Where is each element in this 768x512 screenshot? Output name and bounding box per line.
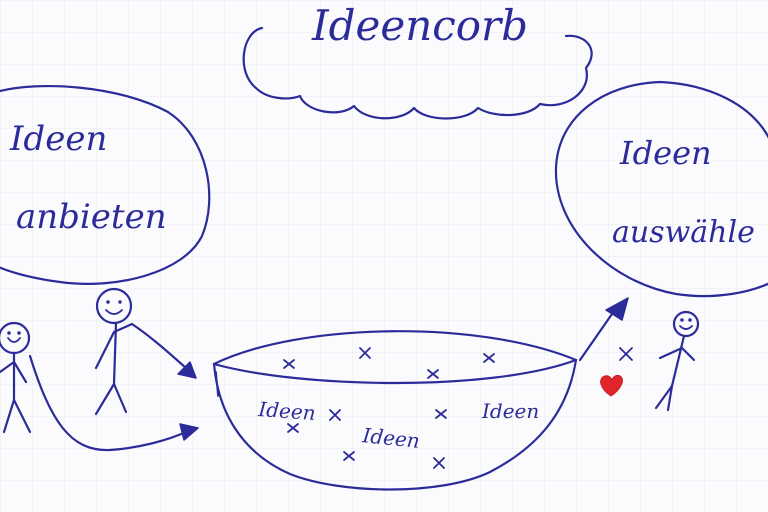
stick-figure-small <box>0 321 32 434</box>
stick-figure-tall <box>94 287 134 416</box>
heart-icon <box>600 374 623 397</box>
right-bubble <box>554 80 768 298</box>
arrow-out-of-basket <box>578 297 629 362</box>
basket-label-2: Ideen <box>360 423 420 453</box>
picked-idea-mark <box>619 347 633 361</box>
right-bubble-line1: Ideen <box>619 134 712 172</box>
title-text: Ideencorb <box>311 1 528 50</box>
right-bubble-line2: auswähle <box>612 215 755 250</box>
idea-marks <box>283 347 495 469</box>
left-bubble <box>0 85 211 285</box>
title-cloud <box>242 26 593 120</box>
left-bubble-line1: Ideen <box>9 119 107 159</box>
arrow-to-basket-upper <box>130 322 197 379</box>
stick-figure-right <box>654 310 700 412</box>
basket-label-3: Ideen <box>481 399 539 423</box>
left-bubble-line2: anbieten <box>16 197 167 237</box>
arrow-to-basket-lower <box>28 354 199 452</box>
basket-label-1: Ideen <box>257 397 317 425</box>
idea-basket <box>212 330 578 491</box>
